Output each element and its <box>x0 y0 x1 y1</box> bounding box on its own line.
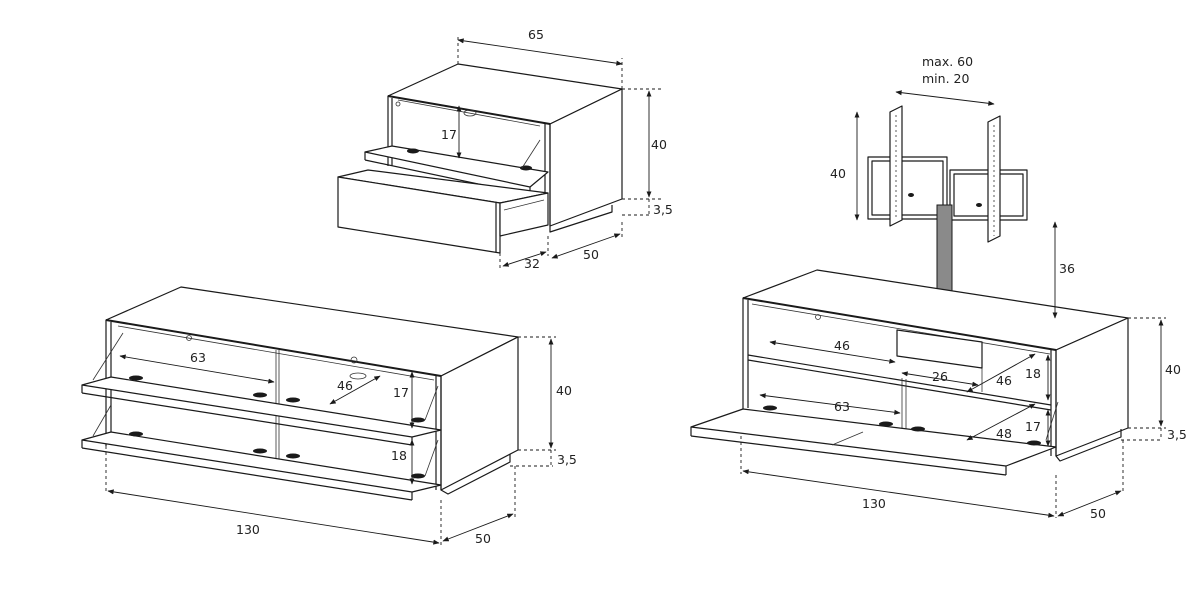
tv-right-clearance-label: 18 <box>1025 366 1041 381</box>
tv-depth-label: 50 <box>1090 506 1106 521</box>
large-leg-label: 3,5 <box>557 452 577 467</box>
tv-bracket-height-label: 40 <box>830 166 846 181</box>
small-shelf-clearance-label: 17 <box>441 127 457 142</box>
tv-lower-depth-label: 48 <box>996 426 1012 441</box>
large-inner-width-label: 63 <box>190 350 206 365</box>
large-height-label: 40 <box>556 383 572 398</box>
tv-leg-label: 3,5 <box>1167 427 1187 442</box>
tv-unit-front-flap <box>690 408 1057 467</box>
tv-inner-width-upper-label: 46 <box>834 338 850 353</box>
small-drawer-depth-label: 32 <box>524 256 540 271</box>
small-unit-shelf <box>364 145 549 188</box>
tv-column-height-label: 36 <box>1059 261 1075 276</box>
tv-compartment-width-label: 26 <box>932 369 948 384</box>
large-unit-upper-flap <box>81 376 442 438</box>
tv-height-label: 40 <box>1165 362 1181 377</box>
tv-inner-width-lower-label: 63 <box>834 399 850 414</box>
small-unit-drawing: 65 40 3,5 17 32 50 <box>337 27 673 271</box>
tv-lower-clearance-label: 17 <box>1025 419 1041 434</box>
large-inner-depth-label: 46 <box>337 378 353 393</box>
large-unit-lower-flap <box>81 431 442 493</box>
tv-bracket-min-label: min. 20 <box>922 71 969 86</box>
large-clearance-upper-label: 17 <box>393 385 409 400</box>
large-unit-top <box>105 286 519 377</box>
tv-right-depth-label: 46 <box>996 373 1012 388</box>
small-leg-label: 3,5 <box>653 202 673 217</box>
small-height-label: 40 <box>651 137 667 152</box>
small-width-label: 65 <box>528 27 544 42</box>
large-unit-drawing: 63 46 17 18 40 3,5 130 50 <box>81 286 577 546</box>
large-width-label: 130 <box>236 522 260 537</box>
large-depth-label: 50 <box>475 531 491 546</box>
large-clearance-lower-label: 18 <box>391 448 407 463</box>
tv-unit-drawing: max. 60 min. 20 40 36 46 26 46 18 63 48 … <box>690 54 1187 521</box>
tv-bracket-max-label: max. 60 <box>922 54 973 69</box>
small-depth-label: 50 <box>583 247 599 262</box>
tv-width-label: 130 <box>862 496 886 511</box>
small-unit-drawer-side <box>499 192 549 237</box>
